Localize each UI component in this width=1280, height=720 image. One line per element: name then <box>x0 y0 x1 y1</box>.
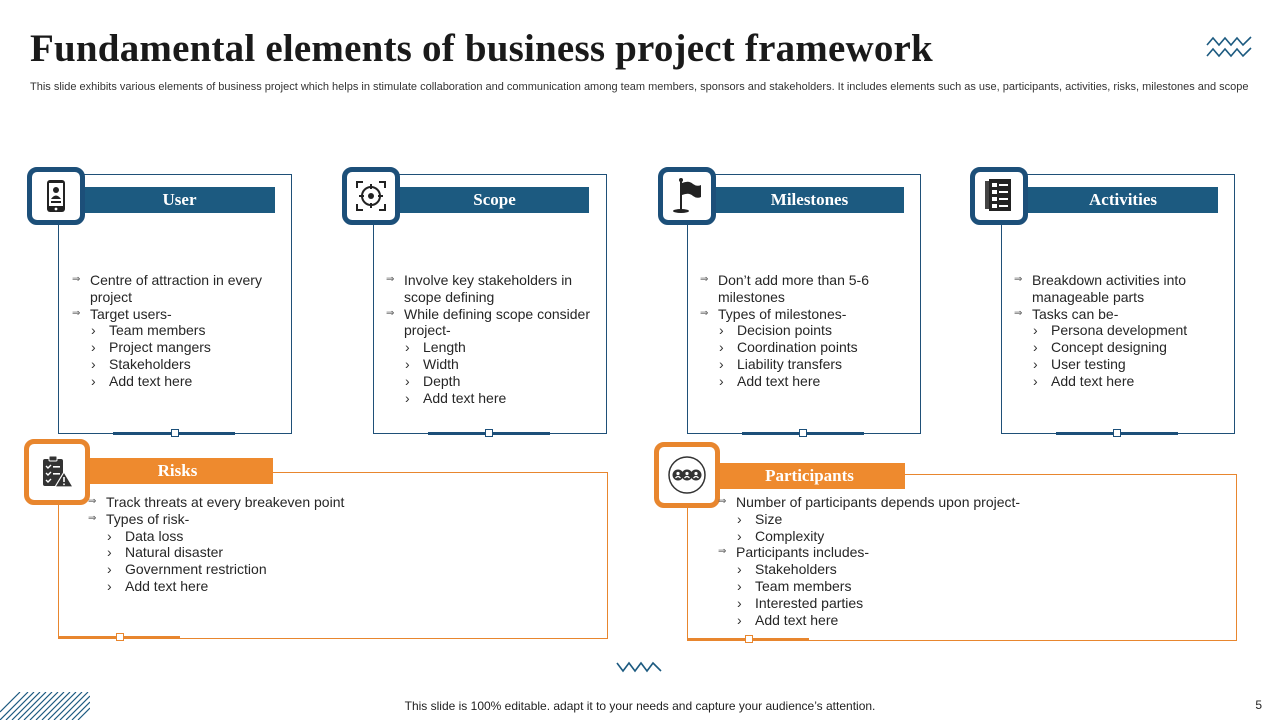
list-item: Concept designing <box>1014 339 1219 356</box>
slide-title: Fundamental elements of business project… <box>30 27 933 70</box>
list-item: Don’t add more than 5-6 milestones <box>700 272 905 306</box>
slide-subtitle: This slide exhibits various elements of … <box>30 81 1249 93</box>
list-item: Natural disaster <box>88 544 588 561</box>
list-item: Add text here <box>718 612 1218 629</box>
card-bottom-dot <box>485 429 493 437</box>
list-item: Team members <box>72 322 272 339</box>
list-item: Decision points <box>700 322 905 339</box>
page-number: 5 <box>1255 698 1262 712</box>
card-user: User Centre of attraction in every proje… <box>24 165 294 437</box>
checklist-icon <box>970 167 1028 225</box>
card-bottom-dot <box>799 429 807 437</box>
list-item: Types of risk- <box>88 511 588 528</box>
list-item: Target users- <box>72 306 272 323</box>
card-points: Involve key stakeholders in scope defini… <box>386 272 596 406</box>
card-participants: Participants Number of participants depe… <box>652 440 1242 646</box>
list-item: Add text here <box>700 373 905 390</box>
card-bottom-dot <box>745 635 753 643</box>
list-item: Size <box>718 511 1218 528</box>
card-points: Track threats at every breakeven point T… <box>88 494 588 595</box>
list-item: Government restriction <box>88 561 588 578</box>
zigzag-divider-icon <box>616 661 662 673</box>
target-icon <box>342 167 400 225</box>
card-activities: Activities Breakdown activities into man… <box>968 165 1238 437</box>
list-item: Involve key stakeholders in scope defini… <box>386 272 596 306</box>
list-item: Types of milestones- <box>700 306 905 323</box>
list-item: Add text here <box>88 578 588 595</box>
footer-note: This slide is 100% editable. adapt it to… <box>404 699 876 713</box>
list-item: Tasks can be- <box>1014 306 1219 323</box>
list-item: While defining scope consider project- <box>386 306 596 340</box>
card-bottom-dot <box>171 429 179 437</box>
card-points: Breakdown activities into manageable par… <box>1014 272 1219 390</box>
list-item: Add text here <box>386 390 596 407</box>
list-item: Project mangers <box>72 339 272 356</box>
list-item: Interested parties <box>718 595 1218 612</box>
card-header: Scope <box>400 187 589 213</box>
list-item: Length <box>386 339 596 356</box>
list-item: Data loss <box>88 528 588 545</box>
flag-icon <box>658 167 716 225</box>
list-item: Stakeholders <box>72 356 272 373</box>
card-bottom-dot <box>116 633 124 641</box>
list-item: Persona development <box>1014 322 1219 339</box>
diagonal-stripes-decoration-icon <box>0 692 90 720</box>
list-item: Width <box>386 356 596 373</box>
card-header: Risks <box>82 458 273 484</box>
list-item: Add text here <box>1014 373 1219 390</box>
list-item: Depth <box>386 373 596 390</box>
card-header: Participants <box>714 463 905 489</box>
card-points: Number of participants depends upon proj… <box>718 494 1218 628</box>
card-header: Milestones <box>715 187 904 213</box>
list-item: Stakeholders <box>718 561 1218 578</box>
card-milestones: Milestones Don’t add more than 5-6 miles… <box>656 165 926 437</box>
card-points: Centre of attraction in every project Ta… <box>72 272 272 390</box>
list-item: Team members <box>718 578 1218 595</box>
list-item: Track threats at every breakeven point <box>88 494 588 511</box>
list-item: Centre of attraction in every project <box>72 272 272 306</box>
card-bottom-dot <box>1113 429 1121 437</box>
card-points: Don’t add more than 5-6 milestones Types… <box>700 272 905 390</box>
list-item: Breakdown activities into manageable par… <box>1014 272 1219 306</box>
list-item: Number of participants depends upon proj… <box>718 494 1218 511</box>
group-icon <box>654 442 720 508</box>
card-risks: Risks Track threats at every breakeven p… <box>22 438 612 644</box>
list-item: User testing <box>1014 356 1219 373</box>
list-item: Liability transfers <box>700 356 905 373</box>
list-item: Complexity <box>718 528 1218 545</box>
card-header: User <box>84 187 275 213</box>
list-item: Add text here <box>72 373 272 390</box>
card-header: Activities <box>1028 187 1218 213</box>
mobile-user-icon <box>27 167 85 225</box>
risk-warning-icon <box>24 439 90 505</box>
list-item: Coordination points <box>700 339 905 356</box>
card-scope: Scope Involve key stakeholders in scope … <box>340 165 610 437</box>
zigzag-decoration-icon <box>1206 36 1252 58</box>
list-item: Participants includes- <box>718 544 1218 561</box>
